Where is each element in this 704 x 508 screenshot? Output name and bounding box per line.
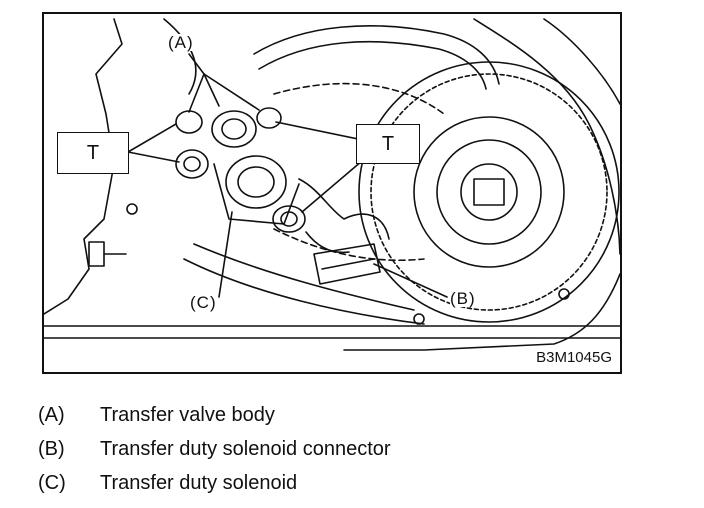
legend-key: (C) bbox=[38, 471, 66, 494]
torque-label-right: T bbox=[356, 124, 420, 164]
transmission-line-drawing bbox=[44, 18, 620, 351]
legend-text: Transfer duty solenoid bbox=[100, 471, 298, 494]
callout-c: (C) bbox=[190, 293, 217, 312]
figure-id: B3M1045G bbox=[536, 349, 612, 366]
legend-key: (B) bbox=[38, 437, 65, 460]
transmission-diagram: (A) (B) (C) T T B3M1045G bbox=[42, 12, 622, 374]
legend: (A) Transfer valve body (B) Transfer dut… bbox=[38, 398, 678, 500]
torque-label-left: T bbox=[57, 132, 129, 174]
legend-key: (A) bbox=[38, 403, 65, 426]
callout-b: (B) bbox=[450, 289, 476, 308]
legend-item: (C) Transfer duty solenoid bbox=[38, 466, 678, 500]
legend-item: (B) Transfer duty solenoid connector bbox=[38, 432, 678, 466]
legend-item: (A) Transfer valve body bbox=[38, 398, 678, 432]
legend-text: Transfer valve body bbox=[100, 403, 275, 426]
legend-text: Transfer duty solenoid connector bbox=[100, 437, 391, 460]
callout-a: (A) bbox=[168, 33, 194, 52]
